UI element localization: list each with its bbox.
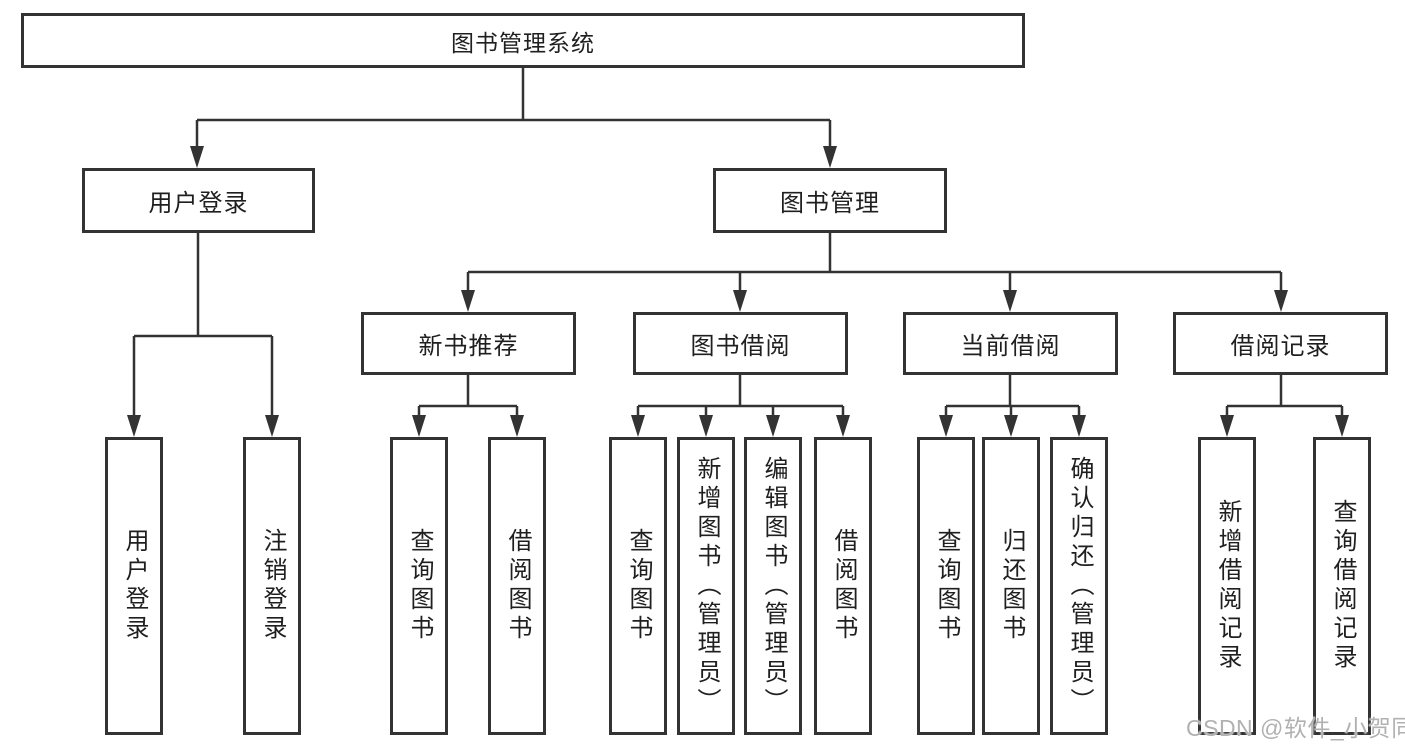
- node-borrowing-records: 借阅记录: [1173, 312, 1388, 375]
- node-label: 图书借阅: [690, 333, 791, 360]
- node-label: 用户登录: [148, 190, 249, 217]
- leaf-logout-login: 注销登录: [243, 437, 301, 735]
- leaf-confirm-return-admin: 确认归还（管理员）: [1050, 437, 1108, 735]
- node-label: 图书管理: [780, 190, 880, 217]
- node-label: 编辑图书（管理员）: [760, 455, 787, 717]
- node-label: 借阅记录: [1230, 333, 1331, 360]
- node-label: 查询图书: [933, 528, 960, 644]
- node-label: 查询图书: [625, 528, 652, 644]
- leaf-query-books-recommend: 查询图书: [390, 437, 448, 735]
- leaf-edit-book-admin: 编辑图书（管理员）: [744, 437, 802, 735]
- node-label: 确认归还（管理员）: [1066, 455, 1093, 717]
- node-new-book-recommend: 新书推荐: [361, 312, 576, 375]
- csdn-watermark: CSDN @软件_小贺同学: [1186, 715, 1405, 741]
- node-label: 图书管理系统: [451, 29, 595, 56]
- node-book-management: 图书管理: [713, 168, 947, 233]
- leaf-borrow-books-borrowing: 借阅图书: [814, 437, 872, 735]
- leaf-user-login: 用户登录: [105, 437, 163, 735]
- node-current-borrowing: 当前借阅: [903, 312, 1118, 375]
- node-label: 借阅图书: [830, 528, 857, 644]
- node-root-system: 图书管理系统: [21, 13, 1025, 68]
- node-label: 新增图书（管理员）: [693, 455, 720, 717]
- leaf-borrow-books-recommend: 借阅图书: [488, 437, 546, 735]
- node-label: 新书推荐: [418, 333, 519, 360]
- node-label: 查询借阅记录: [1329, 499, 1356, 673]
- node-user-login: 用户登录: [82, 168, 315, 233]
- leaf-query-books-current: 查询图书: [917, 437, 975, 735]
- node-label: 用户登录: [121, 528, 148, 644]
- node-label: 新增借阅记录: [1214, 499, 1241, 673]
- leaf-add-borrow-record: 新增借阅记录: [1198, 437, 1256, 735]
- connector-stems: [132, 68, 1344, 420]
- node-label: 归还图书: [998, 528, 1025, 644]
- leaf-return-books: 归还图书: [982, 437, 1040, 735]
- leaf-query-books-borrowing: 查询图书: [609, 437, 667, 735]
- node-label: 查询图书: [406, 528, 433, 644]
- node-book-borrowing: 图书借阅: [633, 312, 848, 375]
- node-label: 当前借阅: [960, 333, 1061, 360]
- node-label: 借阅图书: [504, 528, 531, 644]
- arrowheads: [127, 146, 1349, 437]
- leaf-query-borrow-record: 查询借阅记录: [1313, 437, 1371, 735]
- leaf-add-book-admin: 新增图书（管理员）: [677, 437, 735, 735]
- node-label: 注销登录: [259, 528, 286, 644]
